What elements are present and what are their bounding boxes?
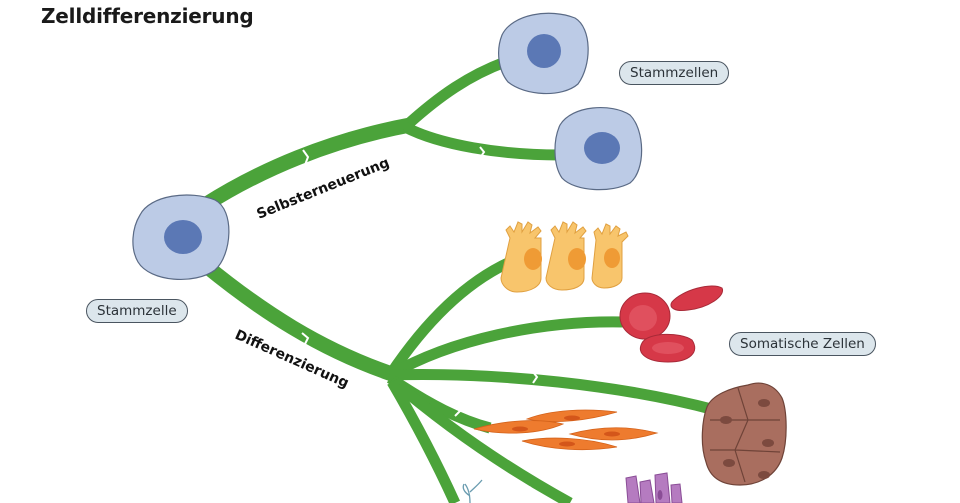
self-renewal-branch-upper <box>401 56 507 132</box>
chevron-icon <box>301 332 310 347</box>
chevron-icon <box>454 404 462 417</box>
diagram-title: Zelldifferenzierung <box>41 4 254 28</box>
stem-cell-source <box>132 194 230 281</box>
smooth-muscle-cells <box>473 409 659 451</box>
branch-tissue <box>389 369 717 416</box>
epithelial-cells <box>500 221 629 293</box>
chevron-icon <box>532 371 539 384</box>
differentiation-label: Differenzierung <box>232 327 351 392</box>
stem-cell-daughter-2 <box>554 106 643 191</box>
somatic-cells-label: Somatische Zellen <box>729 332 876 356</box>
red-blood-cells <box>619 285 724 363</box>
branch-paths <box>200 56 717 503</box>
self-renewal-path <box>200 117 412 212</box>
self-renewal-branch-lower <box>402 122 561 161</box>
stem-cell-label: Stammzelle <box>86 299 188 323</box>
columnar-cells <box>625 472 683 503</box>
stem-cells-label: Stammzellen <box>619 61 730 85</box>
branch-red-blood <box>387 316 626 380</box>
tissue-cells <box>701 382 787 486</box>
nerve-cell <box>462 479 483 503</box>
branch-epithelial <box>385 257 513 379</box>
direction-chevrons <box>301 146 539 499</box>
branch-columnar <box>388 375 573 503</box>
differentiation-path <box>200 259 398 383</box>
chevron-icon <box>457 321 464 334</box>
branch-nerve <box>387 379 461 503</box>
stem-cell-daughter-1 <box>498 12 589 95</box>
chevron-icon <box>527 486 535 499</box>
chevron-icon <box>427 466 435 479</box>
chevron-icon <box>479 146 486 159</box>
chevron-icon <box>302 149 310 166</box>
